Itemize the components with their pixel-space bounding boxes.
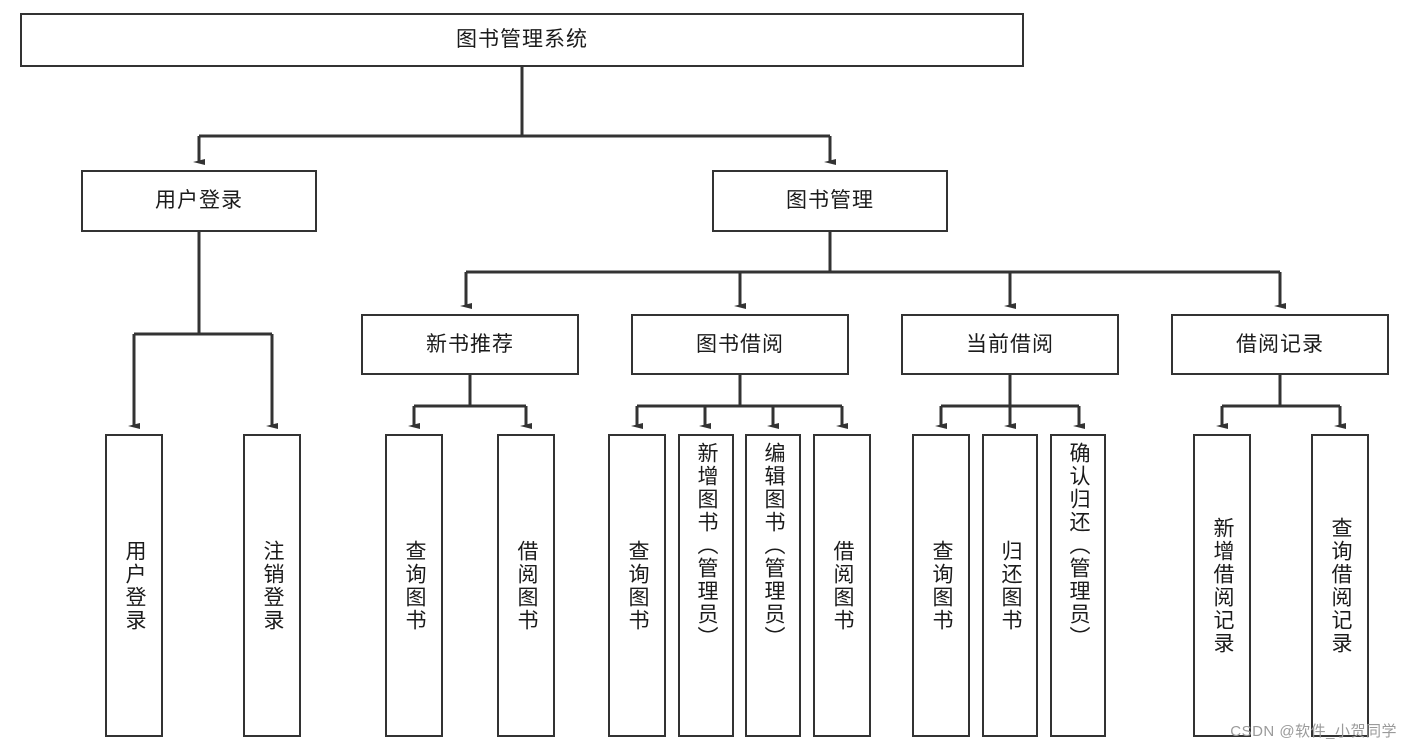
leaf-book-borrow-query-book[interactable]: 查询图书	[608, 434, 666, 737]
leaf-borrow-record-query-record[interactable]: 查询借阅记录	[1311, 434, 1369, 737]
leaf-new-book-borrow-book[interactable]: 借阅图书	[497, 434, 555, 737]
leaf-book-borrow-add-book-admin[interactable]: 新增图书（管理员）	[678, 434, 734, 737]
leaf-book-borrow-borrow-book[interactable]: 借阅图书	[813, 434, 871, 737]
leaf-current-borrow-query-book[interactable]: 查询图书	[912, 434, 970, 737]
csdn-watermark: CSDN @软件_小贺同学	[1230, 723, 1397, 740]
node-root-book-management-system[interactable]: 图书管理系统	[20, 13, 1024, 67]
node-current-borrow[interactable]: 当前借阅	[901, 314, 1119, 375]
node-book-borrow[interactable]: 图书借阅	[631, 314, 849, 375]
leaf-book-borrow-edit-book-admin[interactable]: 编辑图书（管理员）	[745, 434, 801, 737]
leaf-user-login-login[interactable]: 用户登录	[105, 434, 163, 737]
leaf-current-borrow-confirm-return-admin[interactable]: 确认归还（管理员）	[1050, 434, 1106, 737]
leaf-current-borrow-return-book[interactable]: 归还图书	[982, 434, 1038, 737]
node-book-management[interactable]: 图书管理	[712, 170, 948, 232]
node-new-book-recommend[interactable]: 新书推荐	[361, 314, 579, 375]
leaf-user-login-logout[interactable]: 注销登录	[243, 434, 301, 737]
leaf-borrow-record-add-record[interactable]: 新增借阅记录	[1193, 434, 1251, 737]
node-borrow-record[interactable]: 借阅记录	[1171, 314, 1389, 375]
node-user-login[interactable]: 用户登录	[81, 170, 317, 232]
leaf-new-book-query-book[interactable]: 查询图书	[385, 434, 443, 737]
